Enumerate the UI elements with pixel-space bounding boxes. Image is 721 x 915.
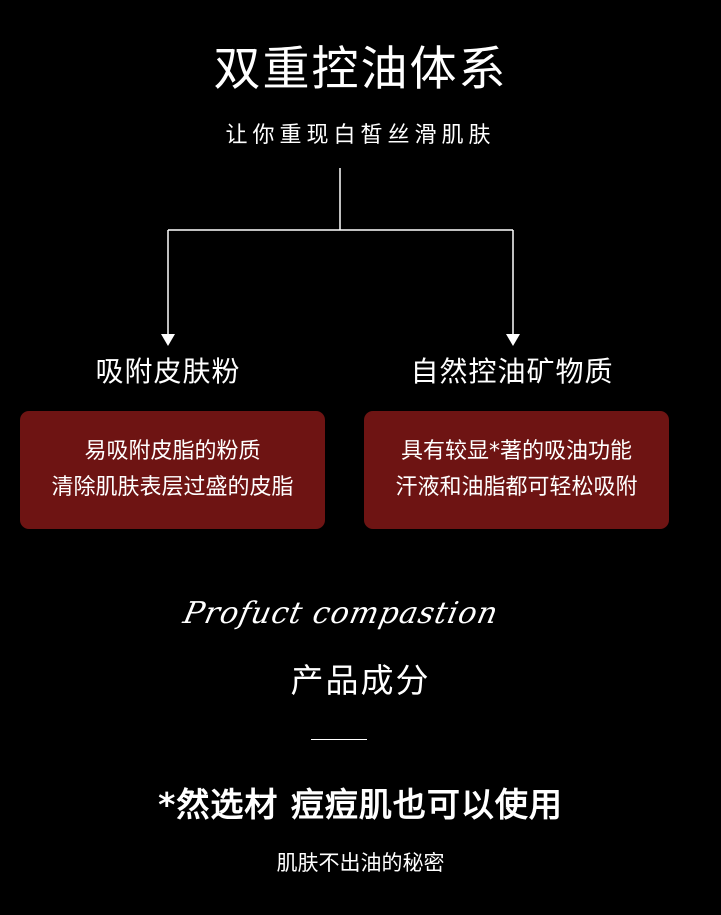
feature-box-left: 易吸附皮脂的粉质 清除肌肤表层过盛的皮脂: [20, 411, 325, 529]
flow-connector-diagram: [161, 168, 520, 346]
page-title: 双重控油体系: [213, 42, 508, 97]
feature-line: 具有较显*著的吸油功能: [400, 439, 632, 464]
tagline: *然选材 痘痘肌也可以使用: [158, 785, 563, 824]
feature-line: 易吸附皮脂的粉质: [84, 439, 261, 464]
branch-label-left: 吸附皮肤粉: [95, 355, 241, 388]
divider: [311, 739, 367, 740]
feature-line: 汗液和油脂都可轻松吸附: [395, 475, 638, 500]
arrow-down-icon: [506, 334, 520, 346]
page-subtitle: 让你重现白皙丝滑肌肤: [225, 123, 496, 148]
feature-line: 清除肌肤表层过盛的皮脂: [51, 475, 294, 500]
script-wordmark-text: Profuct compastion: [179, 596, 502, 631]
branch-label-right: 自然控油矿物质: [410, 355, 614, 388]
script-wordmark: Profuct compastion: [179, 596, 502, 631]
section-title: 产品成分: [290, 661, 431, 700]
feature-box-right: 具有较显*著的吸油功能 汗液和油脂都可轻松吸附: [364, 411, 669, 529]
arrow-down-icon: [161, 334, 175, 346]
footer-text: 肌肤不出油的秘密: [276, 851, 445, 875]
